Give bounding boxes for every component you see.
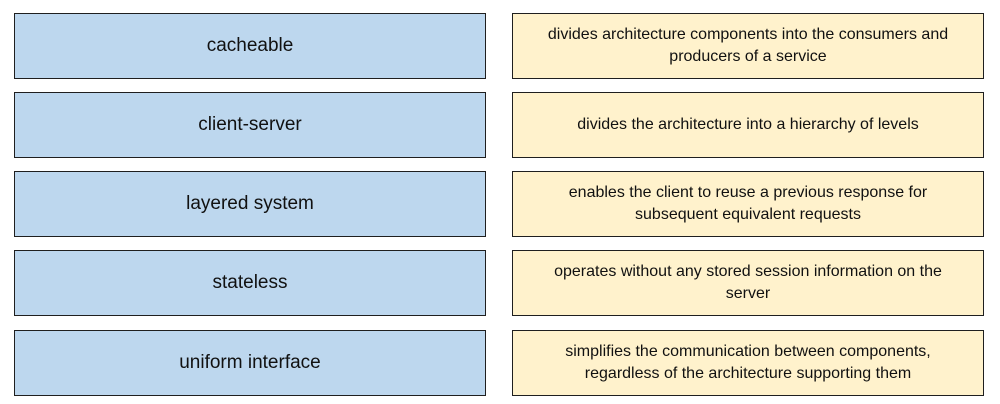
definition-text: divides architecture components into the… <box>547 26 949 65</box>
definition-text: simplifies the communication between com… <box>565 343 931 382</box>
definition-box-2[interactable]: divides the architecture into a hierarch… <box>512 92 984 158</box>
definition-box-1[interactable]: divides architecture components into the… <box>512 13 984 79</box>
term-label: uniform interface <box>179 352 321 373</box>
definition-box-3[interactable]: enables the client to reuse a previous r… <box>512 171 984 237</box>
definition-box-5[interactable]: simplifies the communication between com… <box>512 330 984 396</box>
term-box-stateless[interactable]: stateless <box>14 250 486 316</box>
term-box-layered-system[interactable]: layered system <box>14 171 486 237</box>
term-box-client-server[interactable]: client-server <box>14 92 486 158</box>
term-label: client-server <box>198 114 302 135</box>
definition-text: operates without any stored session info… <box>554 263 942 302</box>
term-label: layered system <box>186 193 314 214</box>
term-label: stateless <box>212 272 288 293</box>
definition-text: divides the architecture into a hierarch… <box>577 116 919 133</box>
term-label: cacheable <box>206 35 294 56</box>
term-box-cacheable[interactable]: cacheable <box>14 13 486 79</box>
term-box-uniform-interface[interactable]: uniform interface <box>14 330 486 396</box>
definition-box-4[interactable]: operates without any stored session info… <box>512 250 984 316</box>
definition-text: enables the client to reuse a previous r… <box>568 184 928 223</box>
